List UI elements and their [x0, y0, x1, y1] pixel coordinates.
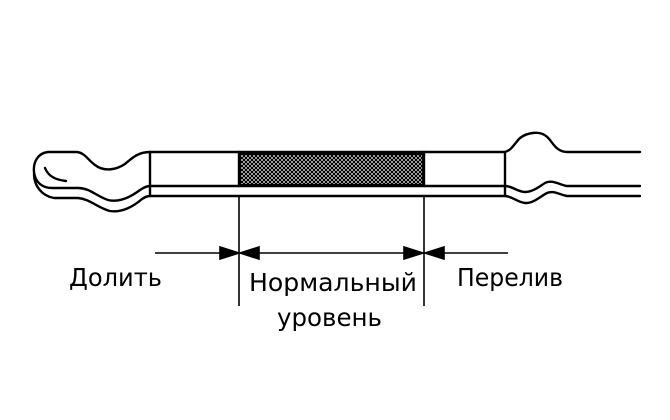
- overfill-label: Перелив: [457, 263, 563, 292]
- dipstick-tip-inner-line: [43, 166, 68, 183]
- low-level-label: Долить: [69, 263, 162, 292]
- low-arrowhead: [219, 245, 242, 261]
- dipstick-bottom-edge: [32, 172, 642, 213]
- normal-level-label-line1: Нормальный: [249, 268, 417, 297]
- normal-arrowhead-right: [403, 245, 426, 261]
- high-arrowhead: [422, 245, 445, 261]
- normal-level-label-line2: уровень: [277, 303, 382, 332]
- normal-arrowhead-left: [237, 245, 260, 261]
- dimension-arrows: [155, 245, 508, 261]
- normal-level-hatched-zone: [239, 153, 424, 186]
- dipstick-top-edge: [32, 131, 642, 202]
